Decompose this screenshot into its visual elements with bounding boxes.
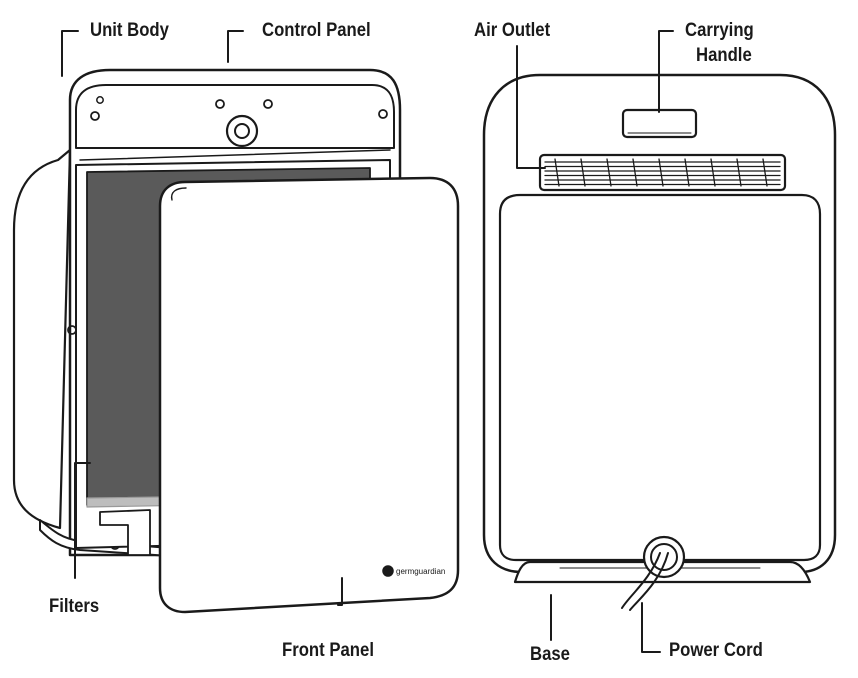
germguardian-logo-icon [382, 565, 394, 577]
grille-divider [736, 158, 742, 187]
air-outlet-grille [538, 153, 787, 192]
screw-icon [378, 109, 388, 119]
grille-divider [684, 158, 690, 187]
leader-unit-body [61, 30, 79, 77]
grille-divider [606, 158, 612, 187]
leader-power-cord [641, 602, 661, 653]
filter-bracket [99, 509, 151, 556]
leader-filters [74, 462, 91, 579]
grille-lines [544, 158, 781, 187]
leader-lines [61, 30, 674, 653]
screw-icon [215, 99, 225, 109]
grille-divider [762, 158, 768, 187]
grille-divider [710, 158, 716, 187]
front-panel-shape [158, 176, 460, 614]
label-control-panel: Control Panel [262, 20, 371, 41]
power-cord [621, 552, 661, 609]
label-carrying-handle-line1: Carrying [685, 20, 754, 41]
leader-carrying-handle [658, 30, 674, 113]
leader-control-panel [227, 30, 244, 63]
control-knob-icon [225, 114, 259, 148]
brand-logo-text: germguardian [396, 567, 445, 576]
label-carrying-handle-line2: Handle [696, 45, 752, 66]
control-panel-inner [79, 149, 391, 161]
grille-divider [632, 158, 638, 187]
label-unit-body: Unit Body [90, 20, 169, 41]
power-cord-grommet-inner [650, 543, 678, 571]
screw-icon [263, 99, 273, 109]
label-front-panel: Front Panel [282, 640, 374, 661]
control-panel-frame [75, 84, 395, 149]
leader-air-outlet [516, 45, 546, 169]
front-panel-inner-line [170, 187, 187, 201]
screw-icon [90, 111, 100, 121]
label-power-cord: Power Cord [669, 640, 763, 661]
grille-divider [580, 158, 586, 187]
assembled-front-face [498, 193, 822, 562]
front-panel-detached: germguardian [158, 176, 460, 614]
label-filters: Filters [49, 596, 100, 617]
label-base: Base [530, 644, 570, 665]
label-air-outlet: Air Outlet [474, 20, 551, 41]
unit-body-side [12, 148, 72, 530]
grille-divider [658, 158, 664, 187]
leader-front-panel [337, 577, 343, 606]
grille-divider [554, 158, 560, 187]
power-cord-2 [629, 552, 669, 611]
control-knob-center-icon [234, 123, 250, 139]
screw-icon [96, 96, 104, 104]
assembled-unit [482, 73, 837, 611]
